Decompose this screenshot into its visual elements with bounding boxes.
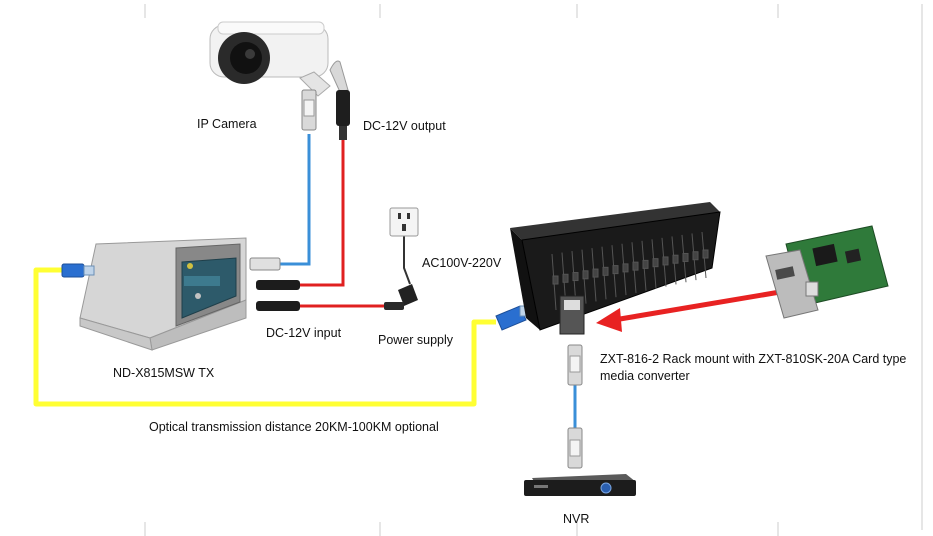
- rj45-connector-tx: [249, 257, 281, 271]
- tx-enclosure-icon: [79, 237, 247, 351]
- rack-slot-port: [592, 268, 599, 278]
- label-dc-output: DC-12V output: [363, 119, 446, 133]
- rack-slot-port: [612, 265, 619, 275]
- rack-slot-port: [682, 252, 689, 262]
- rj45-connector-rack: [567, 344, 583, 386]
- label-rack-line2: media converter: [600, 369, 690, 383]
- rack-slot-port: [582, 270, 589, 280]
- rack-slot-port: [702, 249, 709, 259]
- rack-slot-port: [632, 261, 639, 271]
- label-ac-voltage: AC100V-220V: [422, 256, 502, 270]
- nvr-icon: [524, 474, 636, 496]
- rj45-connector-nvr: [567, 427, 583, 469]
- insertion-arrow: [596, 289, 781, 332]
- rack-slot-port: [692, 251, 699, 261]
- sc-connector-rack: [495, 305, 529, 331]
- rack-slot-port: [552, 275, 559, 285]
- power-cable-outlet: [403, 232, 411, 285]
- label-power-supply: Power supply: [378, 333, 454, 347]
- card-in-slot: [559, 295, 585, 335]
- label-tx-box: ND-X815MSW TX: [113, 366, 215, 380]
- power-cable-camera: [300, 140, 345, 287]
- label-nvr: NVR: [563, 512, 590, 526]
- converter-card-icon: [765, 225, 889, 319]
- ethernet-cable-camera: [280, 134, 311, 266]
- rack-slot-port: [622, 263, 629, 273]
- rack-slot-port: [602, 266, 609, 276]
- rack-slot-port: [662, 256, 669, 266]
- rack-chassis-icon: [510, 202, 721, 331]
- fiber-cable: [33, 267, 496, 407]
- power-adapter-icon: [384, 284, 418, 310]
- label-rack-line1: ZXT-816-2 Rack mount with ZXT-810SK-20A …: [600, 352, 907, 366]
- rack-slot-port: [642, 259, 649, 269]
- label-optical-distance: Optical transmission distance 20KM-100KM…: [149, 420, 439, 434]
- rack-slot-port: [572, 272, 579, 282]
- dc-plug-tx-lower: [256, 301, 300, 311]
- label-dc-input: DC-12V input: [266, 326, 342, 340]
- rack-slot-port: [672, 254, 679, 264]
- label-ip-camera: IP Camera: [197, 117, 257, 131]
- rack-slot-port: [652, 258, 659, 268]
- dc-plug-tx-upper: [256, 280, 300, 290]
- ip-camera-icon: [209, 21, 349, 97]
- sc-connector-tx: [61, 263, 95, 278]
- wall-outlet-icon: [389, 207, 419, 237]
- crop-marks: [144, 4, 923, 536]
- rack-slot-port: [562, 273, 569, 283]
- dc-plug-camera: [336, 90, 350, 140]
- rj45-connector-camera: [301, 89, 317, 131]
